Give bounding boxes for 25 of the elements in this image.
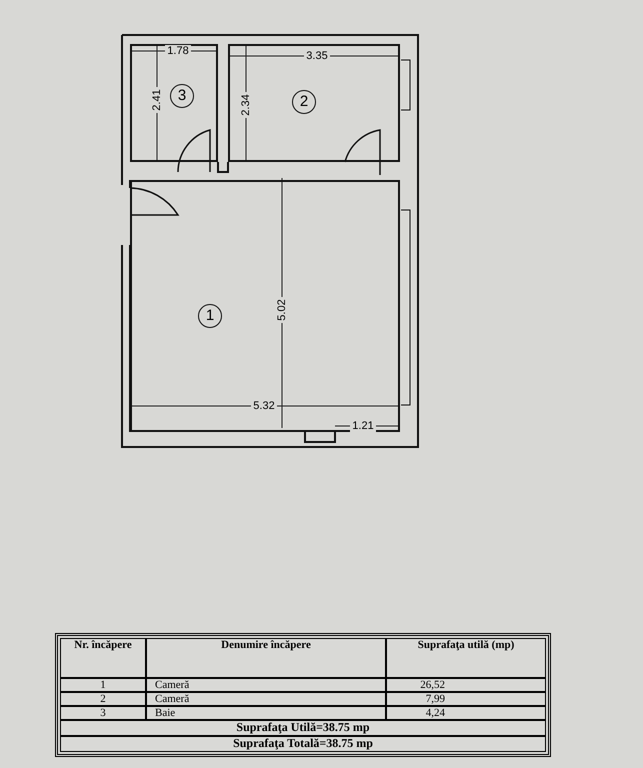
table-cell: 7,99 bbox=[386, 692, 546, 706]
room-number: 3 bbox=[170, 84, 194, 108]
table-cell: Suprafaţa Totală=38.75 mp bbox=[60, 736, 546, 752]
dimension-label: 5.02 bbox=[276, 297, 288, 323]
dimension-label: 5.32 bbox=[251, 400, 277, 412]
table-cell: 4,24 bbox=[386, 706, 546, 720]
dimension-label: 3.35 bbox=[304, 50, 330, 62]
dimension-label: 1.21 bbox=[350, 420, 376, 432]
room-number: 2 bbox=[292, 90, 316, 114]
table-cell: Suprafaţa Utilă=38.75 mp bbox=[60, 720, 546, 736]
dimension-label: 1.78 bbox=[165, 45, 191, 57]
table-cell: Denumire încăpere bbox=[146, 638, 386, 678]
dimension-label: 2.41 bbox=[151, 87, 163, 113]
table-cell: Cameră bbox=[146, 678, 386, 692]
table-cell: Suprafaţa utilă (mp) bbox=[386, 638, 546, 678]
table-cell: 3 bbox=[60, 706, 146, 720]
dimension-label: 2.34 bbox=[240, 92, 252, 118]
room-number: 1 bbox=[198, 304, 222, 328]
table-cell: Cameră bbox=[146, 692, 386, 706]
table-cell: Baie bbox=[146, 706, 386, 720]
room-outline bbox=[130, 180, 400, 432]
table-cell: 1 bbox=[60, 678, 146, 692]
table-cell: 26,52 bbox=[386, 678, 546, 692]
table-cell: Nr. încăpere bbox=[60, 638, 146, 678]
table-cell: 2 bbox=[60, 692, 146, 706]
